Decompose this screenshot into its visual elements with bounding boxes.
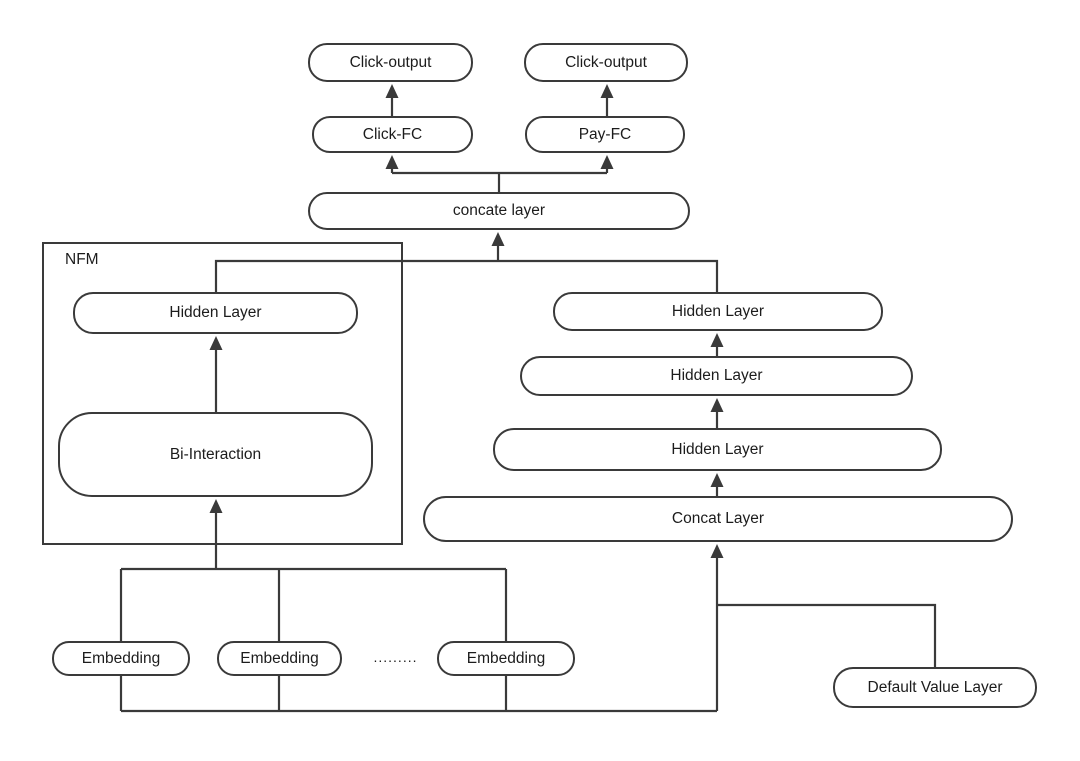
wire-lines [119, 98, 937, 713]
node-embedding-1: Embedding [52, 641, 190, 676]
arrowhead [710, 398, 724, 412]
node-embedding-3: Embedding [437, 641, 575, 676]
arrowhead [491, 232, 505, 246]
wire-concate-branch [390, 169, 609, 192]
wire-fc-to-output [390, 98, 609, 118]
arrowhead [209, 499, 223, 513]
arrowhead [209, 336, 223, 350]
node-embedding-2: Embedding [217, 641, 342, 676]
node-hidden-layer-3: Hidden Layer [493, 428, 942, 471]
node-hidden-layer-2: Hidden Layer [520, 356, 913, 396]
wire-top-bus [214, 259, 719, 292]
wire-embedding-bus [119, 567, 717, 713]
nfm-group-frame: NFM [42, 242, 403, 545]
node-click-fc: Click-FC [312, 116, 473, 153]
wire-default-branch [717, 603, 937, 667]
arrowhead [710, 333, 724, 347]
node-concat-layer: Concat Layer [423, 496, 1013, 542]
arrowheads [209, 84, 724, 558]
embedding-ellipsis: ......... [373, 649, 418, 665]
node-concate-layer: concate layer [308, 192, 690, 230]
node-pay-fc: Pay-FC [525, 116, 685, 153]
nfm-group-label: NFM [65, 251, 99, 268]
node-click-output-left: Click-output [308, 43, 473, 82]
arrowhead [600, 155, 614, 169]
arrowhead [385, 84, 399, 98]
node-click-output-right: Click-output [524, 43, 688, 82]
arrowhead [710, 473, 724, 487]
node-bi-interaction: Bi-Interaction [58, 412, 373, 497]
node-default-value-layer: Default Value Layer [833, 667, 1037, 708]
arrowhead [385, 155, 399, 169]
node-nfm-hidden-layer: Hidden Layer [73, 292, 358, 334]
arrowhead [600, 84, 614, 98]
node-hidden-layer-1: Hidden Layer [553, 292, 883, 331]
arrowhead [710, 544, 724, 558]
